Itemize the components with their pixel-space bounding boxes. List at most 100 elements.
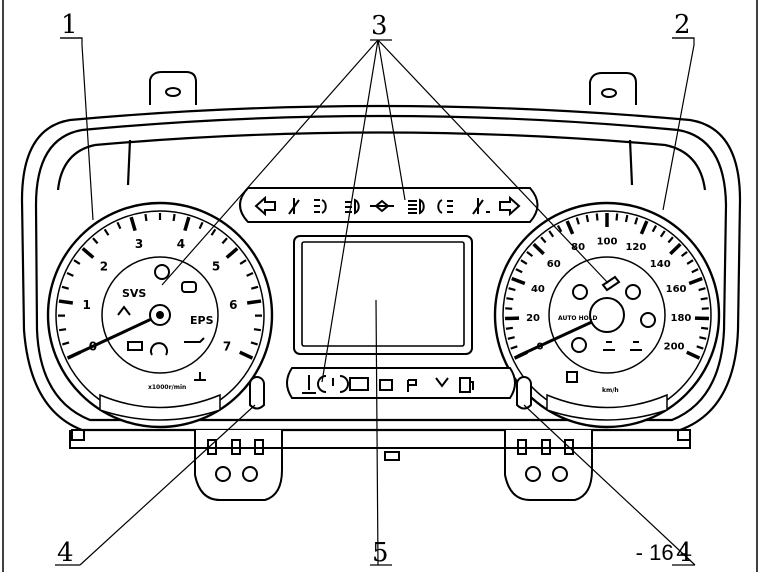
speedometer-tick: [696, 345, 704, 350]
front-fog-icon: [314, 199, 327, 214]
speedometer-tick: [595, 213, 599, 221]
speedometer-tick: [659, 230, 666, 238]
speedometer-tick: [510, 345, 518, 350]
fuel-icon: [459, 377, 474, 393]
tachometer-tick: [92, 237, 99, 245]
speedometer-bezel-lower: [546, 393, 668, 421]
speedometer-tick: [508, 287, 516, 292]
tachometer-tick: [239, 259, 247, 265]
speedometer-tick: [507, 336, 515, 340]
speedometer-tick: [506, 297, 514, 301]
tachometer-tick: [246, 299, 262, 305]
seatbelt-icon: [117, 305, 131, 316]
speedometer-warning-icons: [566, 275, 656, 383]
airbag-off-icon: [379, 379, 393, 391]
seatbelt-warning-icon: [288, 198, 300, 215]
callout-2: 2: [674, 10, 691, 40]
cruise-control-icon: [150, 342, 168, 356]
callout-4-right: 4: [676, 538, 693, 568]
tachometer: 01234567 SVS EPS x1000r/min: [46, 201, 274, 429]
speedometer-tick: [634, 217, 639, 225]
low-beam-icon: [345, 198, 360, 215]
bottom-bracket-right: [504, 430, 593, 501]
key-icon: [407, 379, 417, 392]
high-beam-icon: [408, 198, 425, 215]
speedometer-tick: [526, 250, 534, 258]
top-mount-left: [149, 71, 197, 105]
speedometer-tick: [515, 268, 523, 274]
speedometer-tick: [669, 242, 682, 256]
speedometer-tick: [511, 276, 526, 286]
tachometer-number: 2: [100, 260, 108, 274]
speedometer-tick: [520, 259, 528, 265]
rear-fog-icon: [437, 199, 453, 214]
tachometer-tick: [144, 213, 148, 222]
tachometer-number: 4: [177, 237, 185, 251]
speedometer-tick: [700, 326, 709, 330]
speedometer-tick: [639, 220, 649, 235]
parking-brake-icon: [181, 281, 197, 293]
tachometer-warning-icons: [117, 264, 206, 381]
tachometer-needle: [71, 313, 161, 358]
tachometer-tick: [129, 216, 137, 232]
trip-knob-right: [516, 376, 532, 410]
speedometer-number: 180: [671, 313, 692, 324]
position-light-icon: [370, 199, 394, 213]
bottom-indicator-bar: [286, 367, 516, 399]
callout-3: 3: [371, 11, 388, 41]
auto-start-stop-icon: [572, 284, 588, 300]
speedometer-number: 40: [531, 284, 545, 295]
speedometer-number: 200: [664, 342, 685, 353]
speedometer-tick: [699, 336, 707, 340]
trip-knob-left: [249, 376, 265, 410]
callout-5: 5: [372, 538, 389, 568]
brake-system-icon: [571, 337, 587, 353]
tachometer-tick: [58, 328, 67, 332]
speedometer-tick: [532, 242, 545, 256]
auto-hold-label: AUTO HOLD: [558, 315, 598, 322]
tire-pressure-icon: [154, 264, 170, 280]
speedometer-tick: [505, 326, 514, 330]
tachometer-tick: [246, 272, 254, 277]
tachometer-tick: [81, 247, 95, 259]
passenger-seatbelt-icon: [472, 198, 490, 215]
speedometer-unit: km/h: [602, 387, 619, 394]
door-open-icon: [566, 371, 578, 383]
tachometer-number: 5: [212, 260, 220, 274]
esp-off-icon: [630, 341, 642, 351]
speedometer-tick: [686, 350, 701, 360]
tachometer-tick: [250, 341, 258, 346]
speedometer: 020406080100120140160180200 AUTO HOLD km…: [493, 201, 721, 429]
bottom-bracket-left: [194, 430, 283, 501]
tachometer-number: 3: [135, 237, 143, 251]
speedometer-number: 20: [526, 313, 540, 324]
callout-4-left: 4: [57, 538, 74, 568]
service-icon: [601, 275, 621, 292]
speedometer-number: 120: [625, 242, 646, 253]
tachometer-unit: x1000r/min: [148, 384, 186, 391]
speedometer-tick: [651, 225, 658, 233]
cluster-housing: [20, 104, 742, 432]
tachometer-tick: [66, 272, 74, 277]
leader-lines: [55, 37, 696, 566]
svs-label: SVS: [122, 287, 146, 300]
tachometer-tick: [210, 228, 217, 236]
speedometer-tick: [624, 214, 629, 223]
tachometer-tick: [172, 213, 176, 222]
turn-left-icon: [254, 195, 276, 217]
page-number: - 16 -: [635, 540, 687, 565]
speedometer-tick: [548, 230, 555, 238]
tachometer-tick: [225, 247, 239, 259]
speedometer-tick: [700, 297, 708, 301]
oil-pressure-icon: [184, 337, 205, 343]
center-display: [293, 235, 473, 355]
epb-icon: [640, 312, 656, 328]
tachometer-tick: [253, 328, 262, 332]
tachometer-tick: [183, 216, 191, 232]
speedometer-tick: [688, 276, 703, 286]
speedometer-tick: [575, 217, 580, 225]
callout-1: 1: [61, 10, 78, 40]
airbag-icon: [435, 377, 449, 388]
eps-label: EPS: [190, 314, 214, 327]
top-indicator-bar: [239, 187, 539, 223]
